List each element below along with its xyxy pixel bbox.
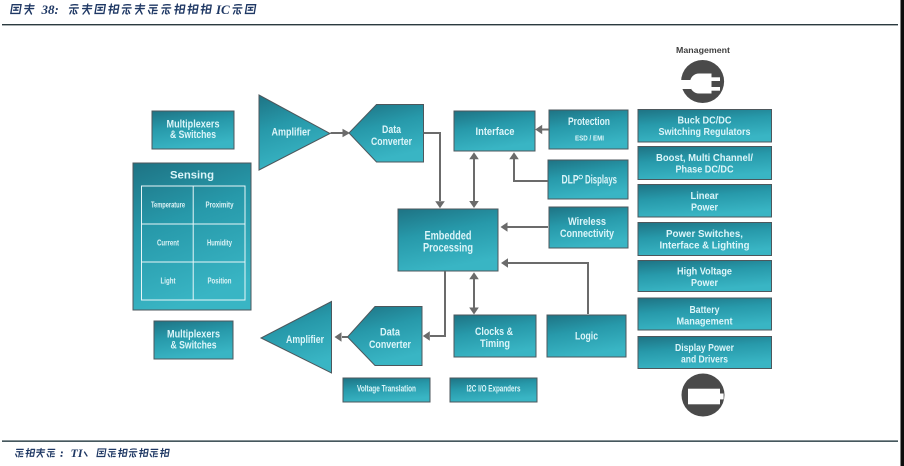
svg-text:TI: TI — [71, 446, 84, 460]
svg-text:Light: Light — [161, 276, 176, 285]
svg-text:Battery: Battery — [690, 305, 720, 316]
svg-text:Amplifier: Amplifier — [286, 334, 325, 346]
svg-text:Humidity: Humidity — [207, 238, 232, 247]
svg-text:Linear: Linear — [691, 191, 719, 202]
svg-text:Temperature: Temperature — [151, 200, 185, 209]
svg-text:Embedded: Embedded — [425, 231, 472, 243]
svg-text:Multiplexers: Multiplexers — [167, 329, 220, 341]
svg-text:Management: Management — [676, 45, 730, 55]
svg-text:Phase DC/DC: Phase DC/DC — [676, 165, 734, 176]
svg-text:Position: Position — [208, 276, 232, 285]
svg-text:Processing: Processing — [423, 243, 473, 255]
svg-text:Multiplexers: Multiplexers — [167, 119, 220, 131]
svg-text:Switching Regulators: Switching Regulators — [659, 127, 751, 138]
svg-text:Amplifier: Amplifier — [272, 127, 312, 139]
svg-text:Power: Power — [691, 278, 718, 289]
svg-text:Data: Data — [380, 327, 401, 339]
svg-text:Sensing: Sensing — [170, 170, 214, 182]
svg-text:ESD / EMI: ESD / EMI — [575, 133, 604, 142]
svg-text:Wireless: Wireless — [568, 216, 606, 228]
svg-text:DLP: DLP — [562, 175, 579, 187]
svg-text:Connectivity: Connectivity — [560, 228, 615, 240]
svg-text:Display Power: Display Power — [675, 343, 734, 354]
svg-text:Current: Current — [157, 238, 179, 247]
svg-text:Power Switches,: Power Switches, — [666, 229, 743, 240]
svg-text:Proximity: Proximity — [206, 200, 235, 209]
svg-text:Converter: Converter — [369, 339, 412, 351]
svg-text:IC: IC — [215, 2, 230, 17]
svg-text:High Voltage: High Voltage — [677, 267, 732, 278]
svg-text:Clocks &: Clocks & — [475, 326, 513, 338]
svg-text:Interface & Lighting: Interface & Lighting — [660, 241, 750, 252]
svg-text:Interface: Interface — [476, 126, 515, 138]
svg-text:Management: Management — [677, 317, 734, 328]
svg-text:I2C I/O Expanders: I2C I/O Expanders — [467, 383, 521, 393]
svg-text:& Switches: & Switches — [170, 129, 216, 141]
svg-text:Timing: Timing — [480, 338, 510, 350]
svg-text:Data: Data — [382, 124, 402, 136]
svg-text:Buck DC/DC: Buck DC/DC — [678, 116, 732, 127]
svg-text:38:: 38: — [41, 2, 59, 17]
svg-text:Voltage Translation: Voltage Translation — [357, 383, 416, 393]
svg-text:and Drivers: and Drivers — [681, 354, 728, 365]
svg-text:& Switches: & Switches — [171, 340, 217, 352]
svg-text:Power: Power — [691, 202, 718, 213]
svg-text:Converter: Converter — [371, 136, 413, 148]
svg-text:Protection: Protection — [568, 116, 610, 128]
svg-text:Displays: Displays — [585, 175, 617, 187]
svg-text:Boost, Multi Channel/: Boost, Multi Channel/ — [656, 153, 753, 164]
svg-text:Logic: Logic — [575, 331, 598, 343]
